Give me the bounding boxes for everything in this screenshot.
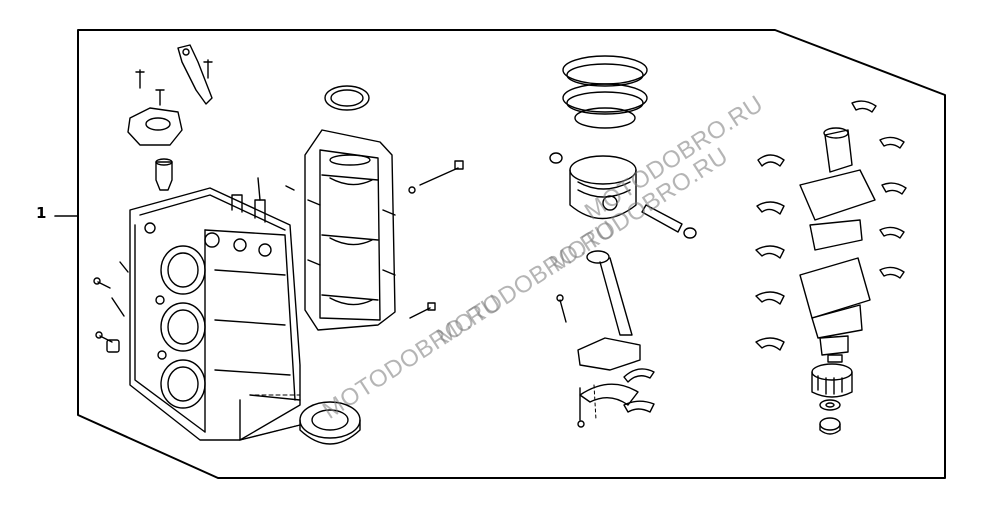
bracket	[177, 44, 213, 105]
thermostat-cover	[127, 59, 213, 146]
piston-pin-clips	[549, 152, 697, 239]
washers	[819, 399, 841, 435]
piston	[569, 155, 637, 220]
ball-bearing	[299, 401, 361, 445]
small-bolts	[93, 177, 295, 353]
crankcase-half	[304, 129, 396, 331]
oil-seal	[324, 85, 370, 111]
cylinder-block	[129, 187, 301, 441]
rod-bearings	[623, 368, 655, 413]
piston-rings	[562, 55, 648, 129]
anode-plug	[155, 158, 173, 191]
connecting-rod	[556, 250, 641, 428]
callout-number: 1	[36, 204, 47, 222]
crankcase-bolts	[408, 160, 464, 319]
drive-gear	[811, 363, 853, 398]
guide-lines	[239, 394, 301, 441]
crankshaft	[799, 127, 876, 363]
main-bearings	[755, 100, 907, 351]
kit-outline	[54, 29, 946, 479]
